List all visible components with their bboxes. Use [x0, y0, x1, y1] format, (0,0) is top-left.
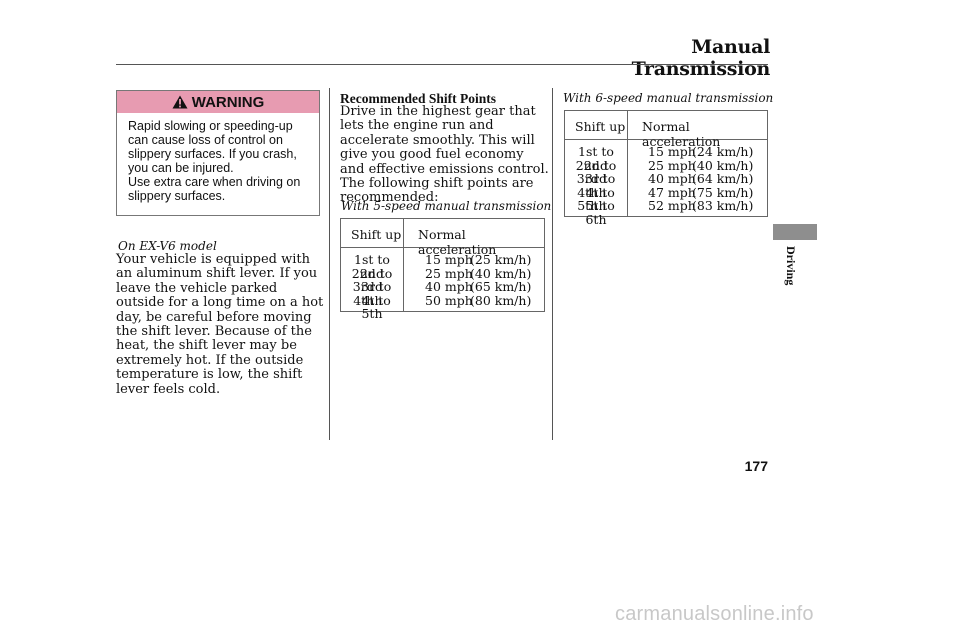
warning-paragraph: Use extra care when driving on slippery … [128, 175, 301, 203]
column-header-normal-acceleration: Normal acceleration [642, 119, 721, 149]
table-row: 2nd to 3rd 25 mph (40 km/h) [565, 157, 767, 185]
table-header: Shift up Normal acceleration [341, 219, 544, 257]
mph-cell: 50 mph [425, 292, 473, 308]
warning-heading: WARNING [191, 93, 265, 111]
mph-cell: 15 mph [425, 252, 473, 267]
section-tab-text: Driving [784, 246, 798, 286]
mph-cell: 40 mph [648, 171, 696, 187]
section-tab [773, 224, 817, 240]
shift-table-5-speed: Shift up Normal acceleration 1st to 2nd … [340, 218, 545, 321]
watermark: carmanualsonline.info [615, 603, 814, 625]
table-row: 1st to 2nd 15 mph (24 km/h) [565, 144, 767, 172]
kmh-cell: (75 km/h) [692, 184, 754, 200]
column-divider [403, 219, 404, 311]
column-header-shift-up: Shift up [575, 119, 626, 134]
table-row: 4th to 5th 47 mph (75 km/h) [565, 184, 767, 212]
gear-cell: 2nd to 3rd [575, 157, 617, 187]
kmh-cell: (83 km/h) [692, 198, 754, 214]
column-divider [627, 111, 628, 216]
section-tab-label: Driving [784, 246, 798, 296]
kmh-cell: (25 km/h) [470, 252, 532, 267]
table-row: 3rd to 4th 40 mph (64 km/h) [565, 171, 767, 199]
kmh-cell: (64 km/h) [692, 171, 754, 187]
warning-paragraph: Rapid slowing or speeding-up can cause l… [128, 119, 297, 175]
gear-cell: 2nd to 3rd [351, 265, 393, 295]
column-header-shift-up: Shift up [351, 227, 402, 242]
kmh-cell: (24 km/h) [692, 144, 754, 159]
page-title: Manual Transmission [631, 36, 771, 80]
table5-caption: With 5-speed manual transmission [341, 199, 552, 213]
mph-cell: 40 mph [425, 279, 473, 295]
gear-cell: 3rd to 4th [576, 171, 616, 200]
warning-triangle-icon [172, 95, 188, 109]
column-header-normal-acceleration: Normal acceleration [418, 227, 497, 257]
mph-cell: 15 mph [648, 144, 696, 159]
column-divider [552, 88, 553, 440]
warning-box: WARNING Rapid slowing or speeding-up can… [116, 90, 320, 216]
gear-cell: 4th to 5th [353, 292, 391, 322]
gear-cell: 4th to 5th [577, 184, 615, 214]
title-rule [116, 64, 768, 65]
gear-cell: 1st to 2nd [354, 252, 390, 281]
kmh-cell: (65 km/h) [470, 279, 532, 295]
section-heading: Recommended Shift Points [340, 91, 496, 106]
column-divider [329, 88, 330, 440]
mph-cell: 47 mph [648, 184, 696, 200]
mph-cell: 25 mph [648, 157, 696, 173]
table-row: 1st to 2nd 15 mph (25 km/h) [341, 252, 544, 280]
recommended-body: Drive in the highest gear that lets the … [340, 104, 549, 206]
kmh-cell: (40 km/h) [470, 265, 532, 281]
table-row: 5th to 6th 52 mph (83 km/h) [565, 198, 767, 226]
page-number: 177 [744, 458, 768, 474]
shift-table-6-speed: Shift up Normal acceleration 1st to 2nd … [564, 110, 768, 226]
mph-cell: 52 mph [648, 198, 696, 214]
table-row: 4th to 5th 50 mph (80 km/h) [341, 292, 544, 320]
kmh-cell: (80 km/h) [470, 292, 532, 308]
table6-caption: With 6-speed manual transmission [563, 91, 774, 105]
table-row: 2nd to 3rd 25 mph (40 km/h) [341, 265, 544, 293]
gear-cell: 3rd to 4th [352, 279, 392, 308]
table-header: Shift up Normal acceleration [565, 111, 767, 149]
warning-header: WARNING [117, 91, 319, 113]
mph-cell: 25 mph [425, 265, 473, 281]
table-row: 3rd to 4th 40 mph (65 km/h) [341, 279, 544, 307]
ex-v6-body: Your vehicle is equipped with an aluminu… [116, 252, 324, 397]
ex-v6-label: On EX-V6 model [118, 239, 217, 253]
kmh-cell: (40 km/h) [692, 157, 754, 173]
gear-cell: 1st to 2nd [578, 144, 614, 173]
gear-cell: 5th to 6th [577, 198, 615, 227]
